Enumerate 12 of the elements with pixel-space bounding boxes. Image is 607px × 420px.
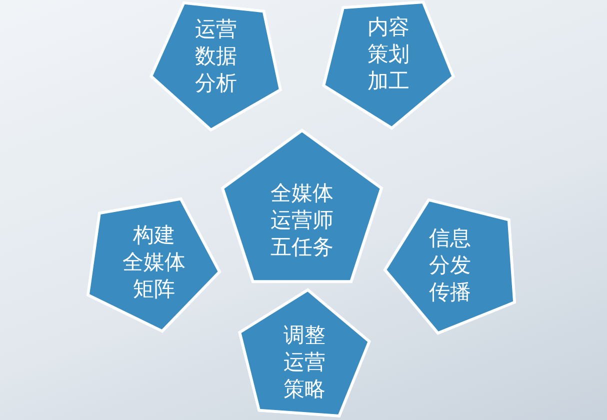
pentagon-label: 全媒体运营师五任务 [270, 180, 334, 260]
pentagon-label: 调整运营策略 [282, 322, 326, 402]
pentagon-shape [86, 197, 222, 334]
pentagon-shape [237, 287, 372, 418]
pentagon-shape [220, 128, 384, 284]
pentagon-label: 信息分发传播 [428, 224, 472, 306]
pentagon-shape [149, 1, 283, 132]
pentagon-shape [321, 0, 456, 131]
pentagon-label: 内容策划加工 [366, 14, 410, 94]
pentagon-label: 运营数据分析 [194, 16, 238, 96]
pentagon-shape [383, 198, 517, 336]
pentagon-label: 构建全媒体矩阵 [122, 222, 186, 302]
